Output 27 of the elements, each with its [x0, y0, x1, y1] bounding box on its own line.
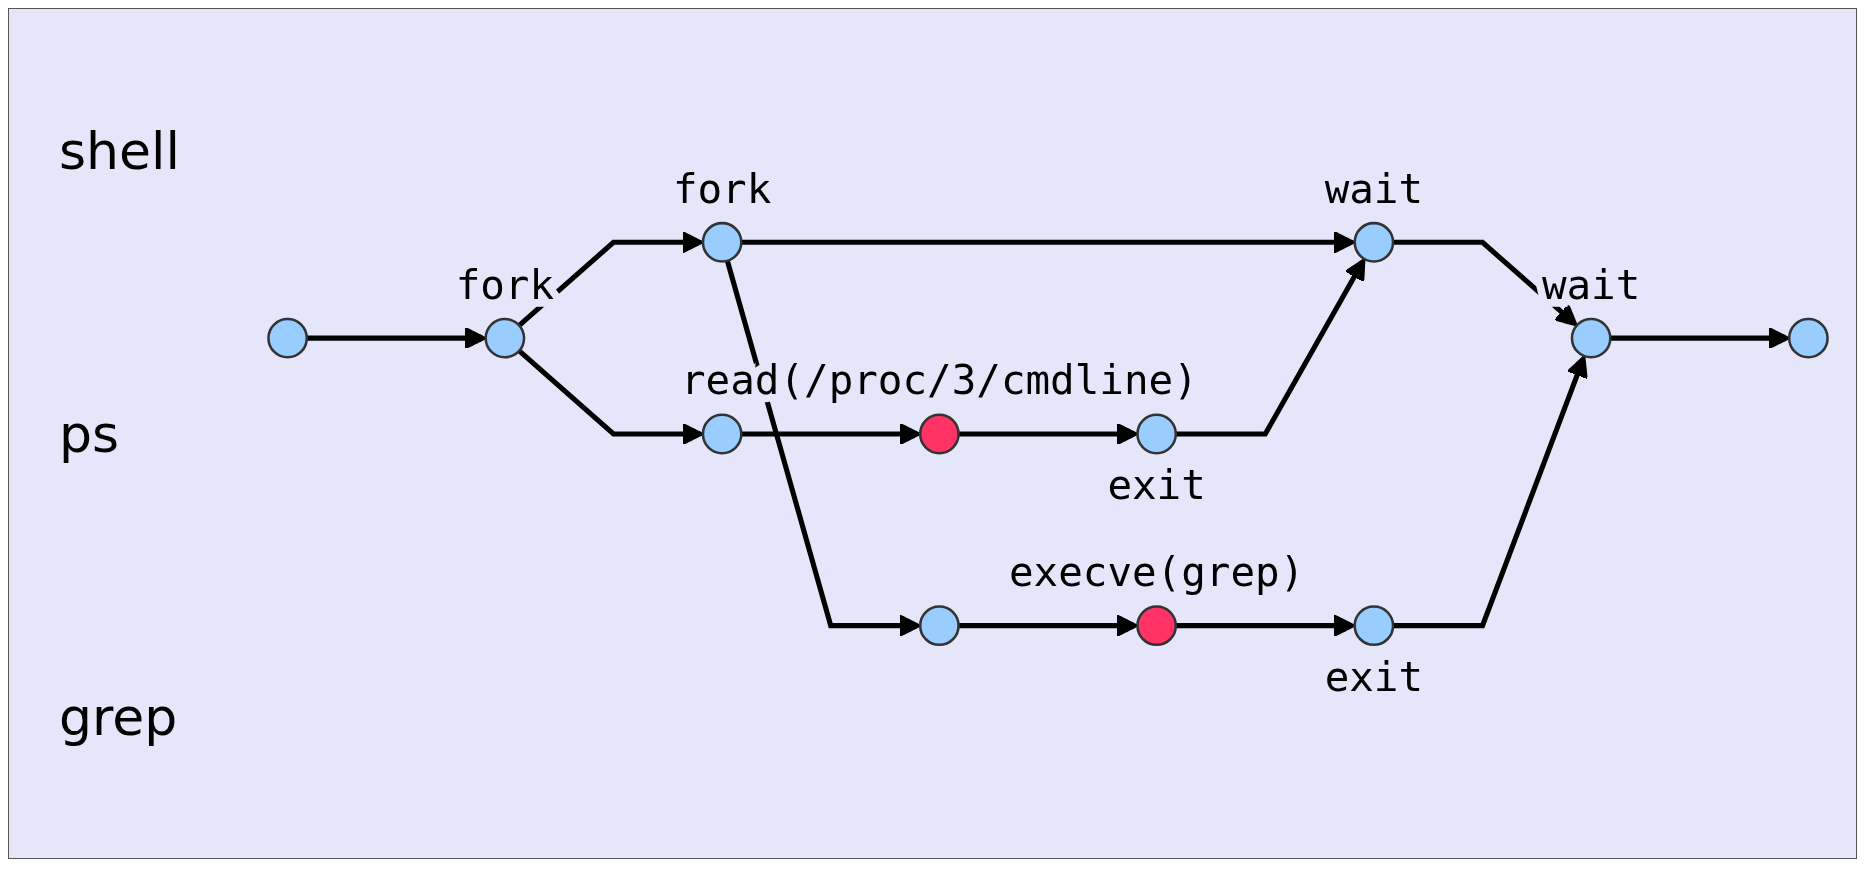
- node-circle: [918, 413, 960, 454]
- node-circle: [1787, 317, 1829, 359]
- lane-label: shell: [59, 120, 181, 181]
- node-caption: execve(grep): [1008, 547, 1304, 596]
- node-circle: [266, 317, 308, 359]
- arrow: [958, 422, 1138, 445]
- arrow: [1392, 239, 1578, 326]
- node-caption: wait: [1324, 164, 1423, 213]
- arrow: [1175, 257, 1365, 437]
- node-circle: [1352, 221, 1394, 263]
- arrow: [1392, 354, 1588, 628]
- node-caption: exit: [1324, 652, 1423, 701]
- node-circle: [1570, 317, 1612, 359]
- node-circle: [1135, 413, 1177, 454]
- node-circle: [701, 413, 743, 454]
- node-circle: [1352, 604, 1394, 646]
- node-caption: exit: [1106, 460, 1206, 509]
- node-caption: wait: [1541, 260, 1640, 309]
- node-circle: [918, 604, 960, 646]
- arrow: [958, 613, 1138, 637]
- lane-label: grep: [59, 686, 179, 747]
- node-caption: fork: [672, 164, 771, 213]
- lane-label: ps: [59, 403, 121, 464]
- node-circle: [483, 317, 525, 359]
- node-circle: [1135, 604, 1177, 646]
- node-caption: fork: [455, 260, 554, 309]
- node-circle: [701, 221, 743, 263]
